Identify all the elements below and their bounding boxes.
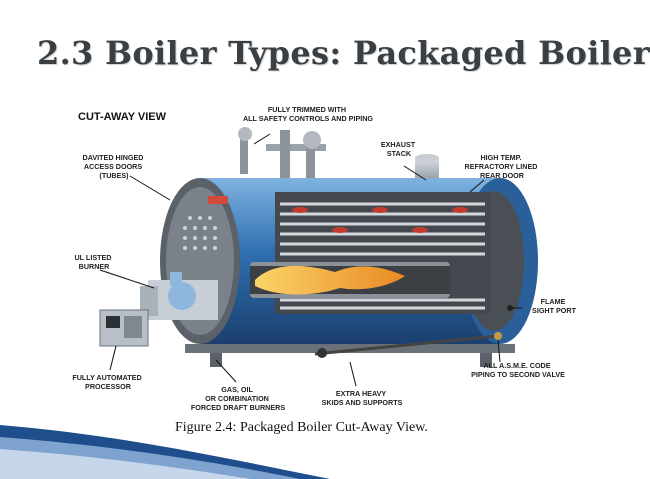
flame-graphic <box>255 265 405 295</box>
label-processor: FULLY AUTOMATED PROCESSOR <box>72 373 143 391</box>
burner-assembly <box>140 272 218 320</box>
boiler-cutaway-illustration: CUT-AWAY VIEW <box>72 105 577 412</box>
label-asme-piping: ALL A.S.M.E. CODE PIPING TO SECOND VALVE <box>471 361 565 379</box>
label-refractory-door: HIGH TEMP. REFRACTORY LINED REAR DOOR <box>465 153 540 180</box>
figure-caption: Figure 2.4: Packaged Boiler Cut-Away Vie… <box>175 420 428 435</box>
processor-panel <box>99 309 149 347</box>
label-davited-doors: DAVITED HINGED ACCESS DOORS (TUBES) <box>83 153 146 180</box>
label-skids: EXTRA HEAVY SKIDS AND SUPPORTS <box>322 389 403 407</box>
label-exhaust-stack: EXHAUST STACK <box>381 140 417 158</box>
label-trimmed: FULLY TRIMMED WITH ALL SAFETY CONTROLS A… <box>243 105 373 123</box>
slide-title: 2.3 Boiler Types: Packaged Boiler <box>37 34 650 72</box>
asme-piping <box>314 332 502 358</box>
label-gas-oil-burners: GAS, OIL OR COMBINATION FORCED DRAFT BUR… <box>191 385 285 412</box>
decorative-swoosh <box>0 425 330 479</box>
top-piping <box>238 127 326 178</box>
cutaway-heading: CUT-AWAY VIEW <box>78 111 167 123</box>
sight-port <box>507 305 513 311</box>
label-ul-burner: UL LISTED BURNER <box>74 253 113 271</box>
label-flame-sight-port: FLAME SIGHT PORT <box>532 297 577 315</box>
